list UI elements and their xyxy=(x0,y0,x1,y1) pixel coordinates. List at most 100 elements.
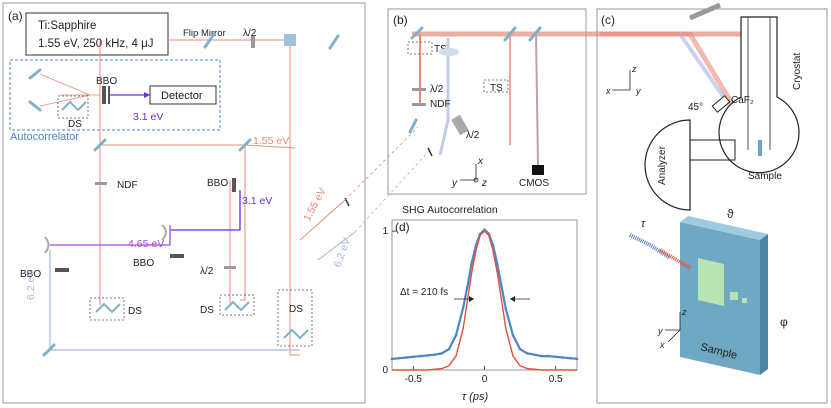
mirror-bottom-left xyxy=(42,343,56,357)
ds-box-mid xyxy=(219,294,255,316)
data-point xyxy=(561,356,565,359)
c-axis-y-bottom: y xyxy=(657,326,663,336)
label-6-2-ev-b: 6.2 eV xyxy=(332,236,354,269)
ds-right-mirrors xyxy=(283,328,309,340)
ac-uv-arrow xyxy=(144,92,150,98)
b-axis-origin xyxy=(473,177,479,183)
data-point xyxy=(474,243,478,247)
ac-beams xyxy=(39,73,100,107)
data-point xyxy=(511,333,515,337)
laser-specs: 1.55 eV, 250 kHz, 4 μJ xyxy=(38,38,154,50)
panel-a-frame xyxy=(2,2,366,404)
b-polarizer xyxy=(451,114,469,136)
data-point xyxy=(540,354,543,358)
label-4-65-ev: 4.65 eV xyxy=(128,238,164,250)
b-axis-z: z xyxy=(481,178,487,189)
b-hwp-label-1: λ/2 xyxy=(430,84,444,95)
b-mirror-1 xyxy=(410,26,424,40)
sample-slab-top xyxy=(680,216,768,240)
b-axis-x: x xyxy=(477,156,484,167)
data-point xyxy=(547,354,550,358)
laser-name: Ti:Sapphire xyxy=(38,20,96,32)
mirror-top-right xyxy=(328,34,340,50)
data-point xyxy=(404,356,408,359)
sample-flake-3 xyxy=(742,298,747,303)
data-point xyxy=(454,333,458,337)
c-axis-z-bottom: z xyxy=(681,307,687,317)
c-axis-x-top: x xyxy=(605,86,611,96)
data-point xyxy=(397,356,401,360)
c-axes-bottom xyxy=(665,312,681,343)
b-hwp-label-2: λ/2 xyxy=(466,130,480,141)
ac-bbo-crystal xyxy=(102,86,106,104)
sample-flake-1 xyxy=(698,258,724,306)
detector-box xyxy=(149,85,217,105)
label-3-1-ev: 3.1 eV xyxy=(242,195,272,207)
ac-ds-box xyxy=(57,95,89,119)
hwp-top xyxy=(251,36,255,48)
series-line-fit xyxy=(392,230,577,371)
c-axis-x-bottom: x xyxy=(659,340,665,350)
data-point xyxy=(390,357,394,361)
c-axis-y-top: y xyxy=(635,86,641,96)
analyzer-label: Analyzer xyxy=(657,145,668,185)
b-cmos-body xyxy=(532,165,544,175)
y-tick-label: 0 xyxy=(382,365,388,376)
data-point xyxy=(426,354,429,357)
connector-blue xyxy=(354,149,431,233)
pulse-blue xyxy=(629,233,672,260)
chart-annotation: Δt = 210 fs xyxy=(400,287,448,298)
data-point xyxy=(447,347,451,351)
data-point xyxy=(575,357,579,361)
b-lens-top xyxy=(439,48,459,56)
b-blue-beam xyxy=(438,38,450,156)
bbo-label-left: BBO xyxy=(20,269,41,280)
panel-c-label: (c) xyxy=(601,13,615,27)
b-mirror-3 xyxy=(528,26,542,42)
analyzer-hemisphere xyxy=(644,119,691,211)
data-point xyxy=(466,285,469,288)
c-axis-z-top: z xyxy=(631,64,637,74)
data-point xyxy=(533,353,536,357)
main-beam xyxy=(168,39,300,356)
c-angle-label: 45° xyxy=(688,102,703,113)
autocorrelator-label: Autocorrelator xyxy=(10,131,79,143)
x-tick-label: -0.5 xyxy=(405,374,423,385)
panel-b-frame xyxy=(387,8,587,195)
b-hwp-1 xyxy=(412,88,426,91)
b-ts-label-2: TS xyxy=(490,83,503,94)
data-point xyxy=(461,306,465,309)
panel-a: (a) Ti:Sapphire 1.55 eV, 250 kHz, 4 μJ F… xyxy=(2,2,366,404)
b-ts-label-1: TS xyxy=(434,44,447,55)
curved-mirror-mid xyxy=(161,224,167,241)
data-point xyxy=(412,355,415,359)
uv-3-1-beam xyxy=(170,190,241,231)
b-cmos-label: CMOS xyxy=(519,178,549,189)
cryostat-body xyxy=(718,16,800,174)
b-ts-box-2 xyxy=(483,79,509,93)
ac-mirror-1 xyxy=(28,68,42,80)
panel-c: (c) Cryostat Sample Analyzer CaF₂ 45° z … xyxy=(596,2,828,404)
b-cmos-beam xyxy=(535,33,539,166)
connector-red xyxy=(344,126,419,201)
curved-mirror-left xyxy=(44,236,50,254)
panel-d-label: (d) xyxy=(395,220,410,234)
x-tick-label: 0.5 xyxy=(549,374,563,385)
bbo-left xyxy=(55,268,69,272)
theta-label: ϑ xyxy=(727,207,734,221)
c-axes-top xyxy=(612,70,631,91)
mirror-mid xyxy=(238,138,252,152)
b-aperture xyxy=(427,147,433,157)
y-tick-label: 1 xyxy=(382,226,388,237)
flip-mirror xyxy=(203,32,216,49)
bbo-label-mid: BBO xyxy=(207,178,228,189)
c-top-mirror xyxy=(689,2,721,21)
hwp-label-mid: λ/2 xyxy=(200,266,214,277)
b-ndf-label: NDF xyxy=(430,99,451,110)
chart-xlabel: τ (ps) xyxy=(462,391,488,403)
fwhm-arrowhead-right xyxy=(510,296,515,302)
data-point xyxy=(554,355,557,359)
b-ndf xyxy=(412,103,426,106)
data-point xyxy=(504,307,508,311)
out-blue-beam xyxy=(317,231,356,261)
